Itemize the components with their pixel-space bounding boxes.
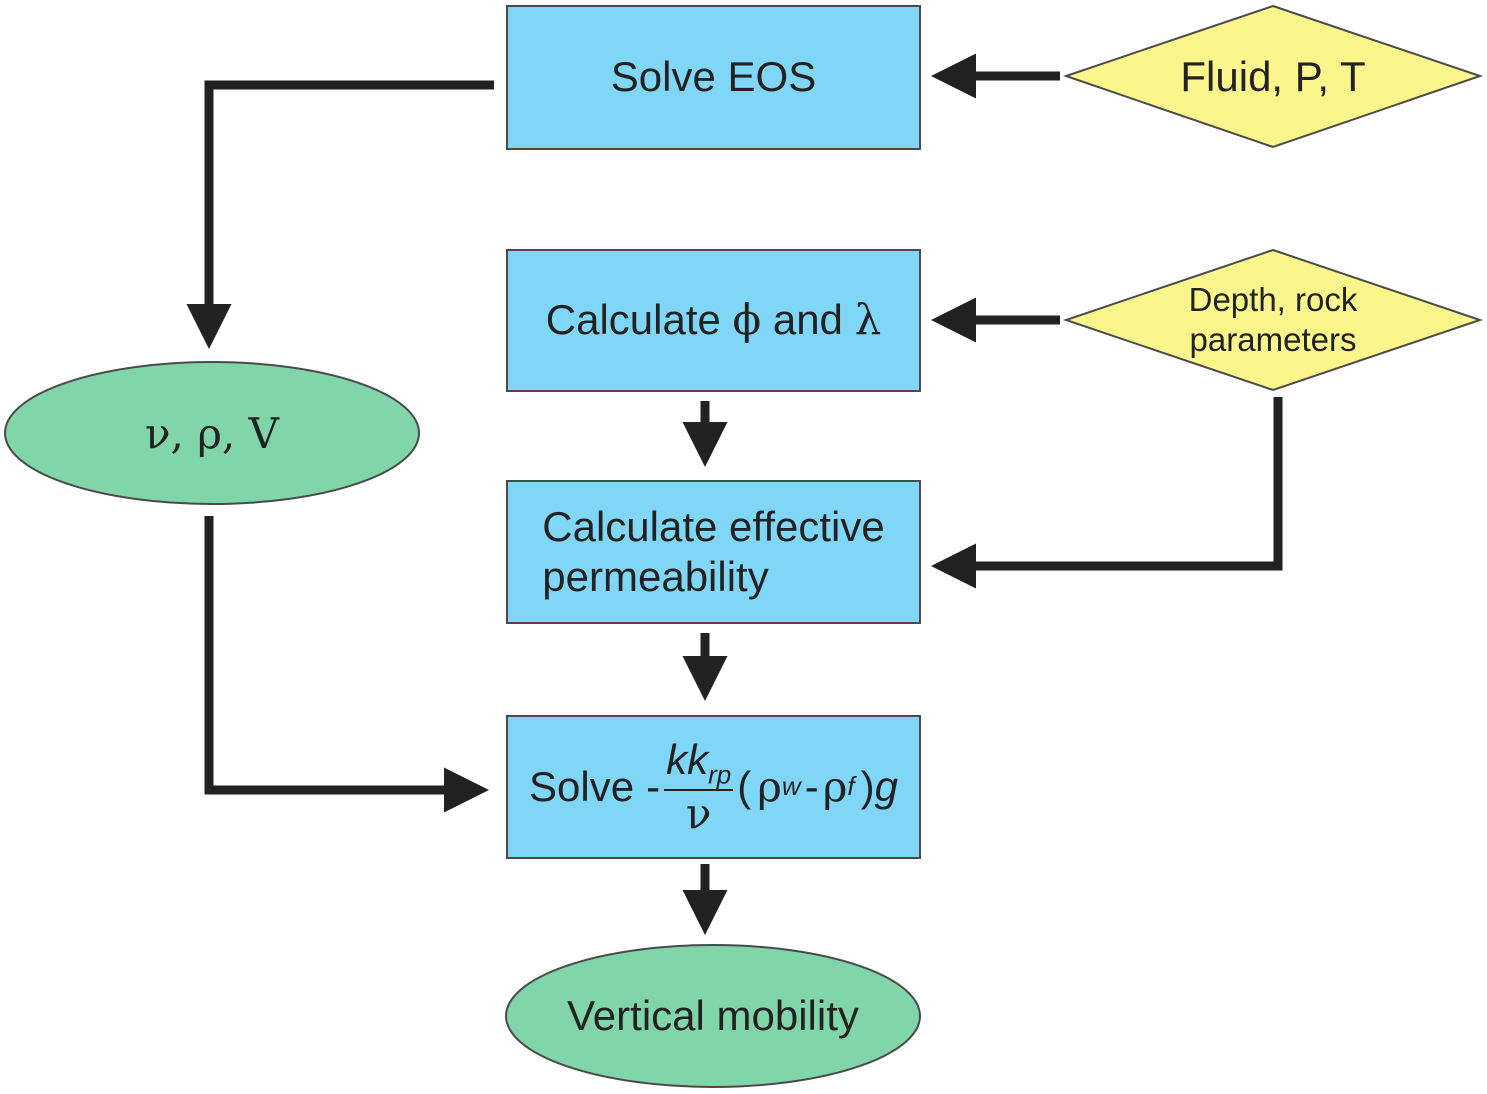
fluid-input-label: Fluid, P, T xyxy=(1180,52,1366,100)
phi-symbol: ϕ xyxy=(732,295,762,345)
solve-eos-label: Solve EOS xyxy=(610,53,817,101)
solve-eos-box: Solve EOS xyxy=(506,5,921,150)
rock-input-line2: parameters xyxy=(1189,321,1357,358)
formula-g: g xyxy=(874,762,898,810)
vertical-mobility-label-wrap: Vertical mobility xyxy=(506,945,920,1087)
arrow-rock-to-perm xyxy=(931,397,1283,589)
numerator-k: kk xyxy=(666,735,709,783)
calc-perm-box: Calculate effective permeability xyxy=(506,480,921,624)
calc-prefix: Calculate xyxy=(545,296,733,344)
formula-f-sub: f xyxy=(847,771,855,802)
calc-perm-line1: Calculate effective xyxy=(542,502,885,550)
fluid-props-label-wrap: ν, ρ, V xyxy=(5,362,419,504)
rock-input-line1: Depth, rock xyxy=(1188,281,1358,319)
formula-w-sub: w xyxy=(781,771,801,802)
formula-open-paren: ( xyxy=(737,762,752,810)
formula-rho-f: ρ xyxy=(822,762,848,812)
calc-phi-lambda-label: Calculate ϕ and λ xyxy=(546,295,881,345)
formula-denominator: ν xyxy=(685,789,712,839)
fluid-input-label-wrap: Fluid, P, T xyxy=(1066,6,1480,147)
calc-perm-label: Calculate effective permeability xyxy=(542,502,884,603)
calc-mid: and xyxy=(761,296,855,344)
solve-word: Solve xyxy=(529,762,635,810)
fluid-props-ellipse xyxy=(4,361,420,505)
formula-minus: - xyxy=(646,762,661,810)
formula-close-paren: ) xyxy=(860,762,875,810)
rock-input-diamond xyxy=(1062,248,1484,392)
fluid-input-diamond xyxy=(1062,4,1484,149)
calc-phi-lambda-box: Calculate ϕ and λ xyxy=(506,249,921,392)
formula-fraction: kkrp ν xyxy=(664,735,734,839)
formula-minus2: - xyxy=(804,762,819,810)
arrow-eos-to-fluid-props xyxy=(186,80,494,349)
arrow-fluid-props-to-solve xyxy=(204,516,489,813)
formula-rho-w: ρ xyxy=(757,762,782,812)
vertical-mobility-ellipse xyxy=(505,944,921,1088)
formula-numerator: kkrp xyxy=(664,735,734,792)
numerator-sub: rp xyxy=(708,759,732,790)
fluid-props-label: ν, ρ, V xyxy=(145,408,279,458)
calc-perm-line2: permeability xyxy=(542,553,769,600)
vertical-mobility-label: Vertical mobility xyxy=(567,992,859,1039)
lambda-symbol: λ xyxy=(854,295,882,345)
rock-input-label-wrap: Depth, rock parameters xyxy=(1066,250,1480,390)
